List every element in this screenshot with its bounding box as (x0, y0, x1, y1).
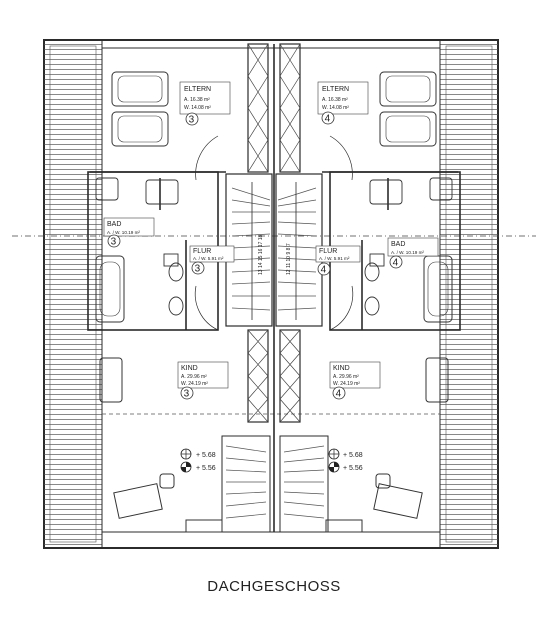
svg-text:W. 24.19 m²: W. 24.19 m² (181, 381, 208, 387)
svg-text:3: 3 (189, 115, 195, 126)
svg-text:W. 14.08 m²: W. 14.08 m² (184, 105, 211, 111)
stair-step-numbers-left: 13 14 15 16 17 18 (258, 234, 264, 275)
svg-text:A. / W. 5.91 m²: A. / W. 5.91 m² (193, 256, 224, 261)
furniture-kind-left (99, 357, 223, 533)
roof-slope-left (43, 39, 103, 549)
lower-stairs (221, 435, 329, 533)
svg-text:+ 5.56: + 5.56 (343, 465, 363, 472)
svg-text:KIND: KIND (333, 365, 350, 372)
svg-text:A. / W. 5.91 m²: A. / W. 5.91 m² (319, 256, 350, 261)
bathtub-left (95, 255, 125, 323)
svg-text:3: 3 (195, 264, 201, 275)
svg-text:+ 5.56: + 5.56 (196, 465, 216, 472)
room-label-flur-left: FLUR A. / W. 5.91 m² 3 (189, 245, 235, 275)
room-label-eltern-right: ELTERN A. 16.38 m² W. 14.08 m² 4 (317, 81, 369, 125)
svg-text:4: 4 (336, 389, 342, 400)
furniture-kind-right (325, 357, 449, 533)
svg-text:4: 4 (321, 265, 327, 276)
room-label-bad-right: BAD A. / W. 10.19 m² 4 (387, 237, 439, 269)
svg-text:A. / W. 10.19 m²: A. / W. 10.19 m² (107, 230, 140, 235)
svg-text:KIND: KIND (181, 365, 198, 372)
floor-plan: 13 14 15 16 17 18 12 11 10 9 8 7 (12, 39, 536, 549)
bed-right (379, 71, 437, 147)
svg-text:3: 3 (111, 237, 117, 248)
stair-core (247, 43, 301, 532)
svg-text:A. 16.38 m²: A. 16.38 m² (322, 97, 348, 103)
drawing-title: DACHGESCHOSS (207, 578, 341, 595)
svg-text:A. 29.96 m²: A. 29.96 m² (333, 374, 359, 380)
room-label-flur-right: FLUR A. / W. 5.91 m² 4 (315, 245, 361, 276)
svg-text:FLUR: FLUR (319, 248, 337, 255)
stair-step-numbers-right: 12 11 10 9 8 7 (286, 243, 292, 275)
level-marker-left: + 5.68 + 5.56 (180, 448, 216, 473)
walls-right-unit (322, 135, 461, 331)
staircase-right (275, 173, 323, 327)
room-label-kind-right: KIND A. 29.96 m² W. 24.19 m² 4 (329, 361, 381, 400)
svg-text:4: 4 (325, 114, 331, 125)
room-label-bad-left: BAD A. / W. 10.19 m² 3 (103, 217, 155, 248)
svg-text:3: 3 (184, 389, 190, 400)
room-label-kind-left: KIND A. 29.96 m² W. 24.19 m² 3 (177, 361, 229, 400)
svg-text:BAD: BAD (391, 241, 405, 248)
svg-text:A. 29.96 m²: A. 29.96 m² (181, 374, 207, 380)
room-label-eltern-left: ELTERN A. 16.38 m² W. 14.08 m² 3 (179, 81, 231, 126)
svg-text:4: 4 (393, 258, 399, 269)
svg-text:+ 5.68: + 5.68 (343, 452, 363, 459)
svg-text:+ 5.68: + 5.68 (196, 452, 216, 459)
svg-text:FLUR: FLUR (193, 248, 211, 255)
svg-text:A. 16.38 m²: A. 16.38 m² (184, 97, 210, 103)
svg-text:BAD: BAD (107, 221, 121, 228)
svg-text:ELTERN: ELTERN (184, 86, 211, 93)
svg-text:W. 14.08 m²: W. 14.08 m² (322, 105, 349, 111)
bath-fixtures-right (364, 177, 453, 316)
svg-text:W. 24.19 m²: W. 24.19 m² (333, 381, 360, 387)
svg-text:ELTERN: ELTERN (322, 86, 349, 93)
bed-left (111, 71, 169, 147)
level-marker-right: + 5.68 + 5.56 (328, 448, 363, 473)
bath-fixtures-left (95, 177, 184, 316)
svg-text:A. / W. 10.19 m²: A. / W. 10.19 m² (391, 250, 424, 255)
roof-slope-right (439, 39, 499, 549)
